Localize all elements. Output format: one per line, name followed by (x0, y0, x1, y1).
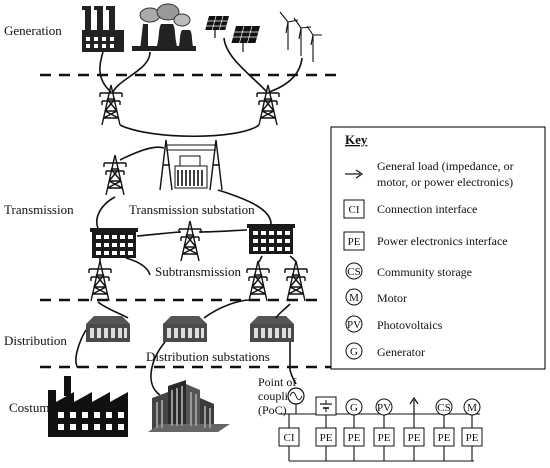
label-transmission-substation: Transmission substation (129, 202, 255, 217)
load-arrow-icon (409, 396, 419, 414)
source-m-icon: M (463, 398, 481, 416)
key-text-g: Generator (377, 345, 425, 359)
source-cs-icon: CS (435, 398, 453, 416)
interface-label: CI (284, 432, 295, 444)
key-box (330, 126, 546, 370)
key-row-g: G Generator (345, 342, 425, 360)
key-symbol-g: G (350, 346, 358, 358)
building-icon (86, 316, 130, 342)
factory-icon (82, 6, 124, 52)
interface-label: PE (408, 432, 421, 444)
key-symbol-pv: PV (347, 319, 361, 331)
building-icon (247, 224, 295, 254)
interface-label: PE (466, 432, 479, 444)
solar-panel-icon (205, 16, 260, 52)
label-distribution: Distribution (4, 333, 67, 348)
building-icon (163, 316, 207, 342)
battery-icon (315, 396, 337, 416)
key-text-cs: Community storage (377, 265, 472, 279)
source-label: G (350, 402, 358, 414)
bus-branch: PE CS (433, 398, 455, 461)
bus-branch: PE PV (373, 398, 395, 461)
pylon-icon (284, 260, 308, 302)
bus-branch: PE M (461, 398, 483, 461)
building-icon (90, 228, 138, 258)
poc-bus: CI PE PE G PE PV PE PE CS PE M (278, 396, 483, 461)
pylon-icon (178, 220, 202, 262)
factory-icon (48, 376, 128, 437)
wind-turbine-icon (279, 11, 322, 62)
interface-label: PE (348, 432, 361, 444)
key-symbol-cs: CS (347, 266, 360, 278)
key-row-pv: PV Photovoltaics (345, 315, 443, 333)
interface-label: PE (320, 432, 333, 444)
pylon-icon (246, 260, 270, 302)
key-row-pe: PE Power electronics interface (343, 231, 508, 251)
source-g-icon: G (345, 398, 363, 416)
key-row-m: M Motor (345, 288, 407, 306)
source-label: CS (437, 402, 450, 414)
interface-label: PE (438, 432, 451, 444)
label-poc-line1: Point of (258, 375, 296, 389)
key-text-m: Motor (377, 291, 407, 305)
key-row-ci: CI Connection interface (343, 199, 477, 219)
bus-branch: PE (403, 396, 425, 461)
power-plant-icon (132, 3, 196, 51)
key-row-load: General load (impedance, or motor, or po… (345, 159, 514, 189)
bus-branch: CI (278, 414, 300, 461)
key-text-ci: Connection interface (377, 202, 477, 216)
pylon-icon (256, 84, 280, 126)
key-title: Key (345, 132, 368, 147)
key-text-pv: Photovoltaics (377, 318, 443, 332)
key-text-pe: Power electronics interface (377, 234, 508, 248)
interface-label: PE (378, 432, 391, 444)
bus-branch: PE (315, 396, 337, 461)
ac-source-icon (287, 387, 305, 405)
pylon-icon (103, 154, 127, 196)
label-transmission: Transmission (4, 202, 74, 217)
building-icon (250, 316, 294, 342)
pylon-icon (88, 260, 112, 302)
key-symbol-pe: PE (348, 236, 361, 248)
key-text-load-1: General load (impedance, or (377, 159, 514, 173)
bus-branch: PE G (343, 398, 365, 461)
label-poc-line3: (PoC) (258, 403, 287, 417)
label-generation: Generation (4, 23, 62, 38)
label-distribution-substations: Distribution substations (146, 349, 270, 364)
substation-icon (159, 139, 223, 191)
key-symbol-ci: CI (349, 204, 360, 216)
key-row-cs: CS Community storage (345, 262, 472, 280)
key-symbol-m: M (349, 292, 359, 304)
source-pv-icon: PV (375, 398, 393, 416)
skyscraper-icon (148, 380, 230, 432)
label-subtransmission: Subtransmission (155, 264, 241, 279)
source-label: M (467, 402, 477, 414)
source-label: PV (377, 402, 391, 414)
key-text-load-2: motor, or power electronics) (377, 175, 513, 189)
